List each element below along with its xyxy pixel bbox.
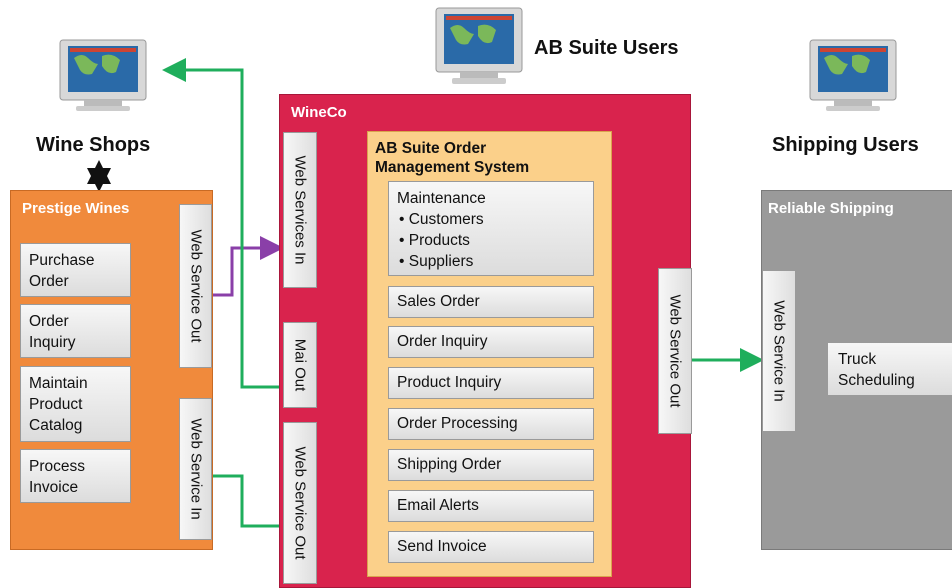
wine-shops-heading: Wine Shops xyxy=(36,134,151,156)
shipping-users-heading: Shipping Users xyxy=(772,134,919,156)
prestige-wines-title: Prestige Wines xyxy=(22,200,130,217)
process-invoice-line-1: Process xyxy=(29,458,85,475)
ab-suite-system-title: AB Suite Order Management System xyxy=(375,139,529,177)
prestige-ws-in-label: Web Service In xyxy=(187,418,204,520)
wineco-ws-in-label: Web Services In xyxy=(291,155,309,265)
wine-shops-monitor-icon xyxy=(59,39,147,111)
reliable-ws-in-label: Web Service In xyxy=(770,300,788,402)
process-invoice-box[interactable]: Process Invoice xyxy=(20,449,131,503)
system-title-line-1: AB Suite Order xyxy=(375,140,487,157)
maintain-catalog-line-2: Product xyxy=(29,396,83,413)
order-inquiry-row[interactable]: Order Inquiry xyxy=(388,326,594,358)
wineco-web-services-in[interactable]: Web Services In xyxy=(283,132,317,288)
wineco-right-web-service-out[interactable]: Web Service Out xyxy=(658,268,692,434)
maintenance-title: Maintenance xyxy=(397,190,486,207)
wineco-ws-out-label: Web Service Out xyxy=(291,446,309,560)
maintenance-item-suppliers: • Suppliers xyxy=(399,253,474,270)
shipping-users-monitor-icon xyxy=(809,39,897,111)
prestige-web-service-in[interactable]: Web Service In xyxy=(179,398,212,540)
wineco-mai-out[interactable]: Mai Out xyxy=(283,322,317,408)
system-title-line-2: Management System xyxy=(375,159,530,176)
maintain-catalog-line-1: Maintain xyxy=(29,375,88,392)
maintenance-item-customers: • Customers xyxy=(399,211,484,228)
wineco-web-service-out[interactable]: Web Service Out xyxy=(283,422,317,584)
shipping-order-row[interactable]: Shipping Order xyxy=(388,449,594,481)
truck-line-1: Truck xyxy=(838,351,877,368)
order-inquiry-line-2: Inquiry xyxy=(29,334,76,351)
wineco-title: WineCo xyxy=(291,104,347,121)
reliable-web-service-in[interactable]: Web Service In xyxy=(762,270,796,432)
maintenance-box[interactable]: Maintenance • Customers • Products • Sup… xyxy=(388,181,594,276)
email-alerts-row[interactable]: Email Alerts xyxy=(388,490,594,522)
ab-suite-users-monitor-icon xyxy=(435,7,523,84)
maintain-catalog-line-3: Catalog xyxy=(29,417,83,434)
process-invoice-line-2: Invoice xyxy=(29,479,79,496)
maintenance-item-products: • Products xyxy=(399,232,470,249)
maintain-product-catalog-box[interactable]: Maintain Product Catalog xyxy=(20,366,131,442)
ab-suite-users-heading: AB Suite Users xyxy=(534,37,679,59)
prestige-ws-out-label: Web Service Out xyxy=(187,229,204,343)
reliable-shipping-title: Reliable Shipping xyxy=(768,200,894,217)
send-invoice-row[interactable]: Send Invoice xyxy=(388,531,594,563)
order-processing-row[interactable]: Order Processing xyxy=(388,408,594,440)
purchase-order-box[interactable]: Purchase Order xyxy=(20,243,131,297)
order-inquiry-line-1: Order xyxy=(29,313,69,330)
prestige-web-service-out[interactable]: Web Service Out xyxy=(179,204,212,368)
truck-scheduling-box[interactable]: Truck Scheduling xyxy=(827,342,952,396)
sales-order-row[interactable]: Sales Order xyxy=(388,286,594,318)
wineco-right-ws-out-label: Web Service Out xyxy=(666,294,684,408)
truck-line-2: Scheduling xyxy=(838,372,915,389)
purchase-order-line-2: Order xyxy=(29,273,69,290)
order-inquiry-box[interactable]: Order Inquiry xyxy=(20,304,131,358)
product-inquiry-row[interactable]: Product Inquiry xyxy=(388,367,594,399)
wineco-mai-out-label: Mai Out xyxy=(291,338,309,392)
purchase-order-line-1: Purchase xyxy=(29,252,95,269)
